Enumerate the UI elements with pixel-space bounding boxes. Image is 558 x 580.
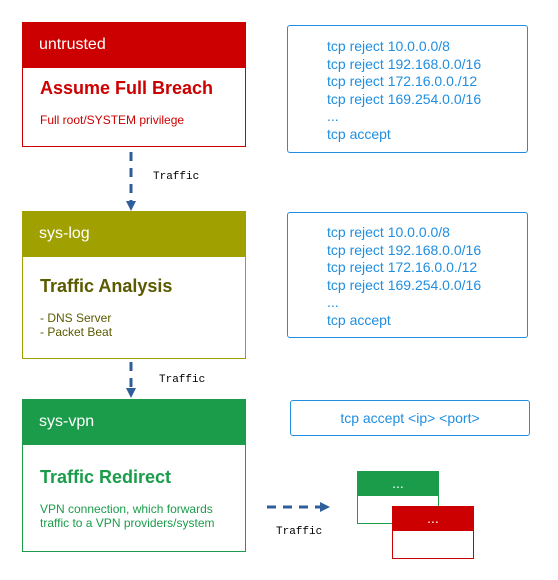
rule-line: ... xyxy=(327,108,339,124)
node-header: sys-vpn xyxy=(22,399,246,445)
rule-line: tcp accept xyxy=(327,125,391,142)
firewall-rules-untrusted: tcp reject 10.0.0.0/8 tcp reject 192.168… xyxy=(287,25,528,153)
rule-line: tcp accept <ip> <port> xyxy=(340,410,480,426)
rule-line: tcp reject 172.16.0.0./12 xyxy=(327,259,478,275)
rule-line: tcp reject 10.0.0.0/8 xyxy=(327,38,450,54)
rule-line: tcp reject 10.0.0.0/8 xyxy=(327,224,450,240)
firewall-rules-sys-log: tcp reject 10.0.0.0/8 tcp reject 192.168… xyxy=(287,212,528,338)
rule-line: tcp reject 169.254.0.0/16 xyxy=(327,276,482,293)
node-description: VPN connection, which forwards traffic t… xyxy=(40,502,215,530)
destination-node-red: ... xyxy=(392,506,474,559)
node-header: sys-log xyxy=(22,211,246,257)
edge-label-traffic: Traffic xyxy=(153,171,200,183)
edge-label-traffic: Traffic xyxy=(159,374,206,386)
node-description: Full root/SYSTEM privilege xyxy=(40,113,184,127)
node-untrusted: untrusted Assume Full Breach Full root/S… xyxy=(22,22,246,147)
edge-label-traffic: Traffic xyxy=(276,526,323,538)
description-line: traffic to a VPN providers/system xyxy=(40,516,215,530)
rule-line: tcp reject 169.254.0.0/16 xyxy=(327,90,482,107)
node-description: - DNS Server - Packet Beat xyxy=(40,311,112,339)
rule-line: tcp accept xyxy=(327,311,391,328)
destination-header: ... xyxy=(357,471,439,496)
description-line: - Packet Beat xyxy=(40,325,113,339)
node-title: Traffic Analysis xyxy=(40,276,173,296)
node-title: Assume Full Breach xyxy=(40,78,214,98)
node-header: untrusted xyxy=(22,22,246,68)
description-line: Full root/SYSTEM privilege xyxy=(40,113,185,127)
description-line: VPN connection, which forwards xyxy=(40,502,213,516)
description-line: - DNS Server xyxy=(40,311,112,325)
rule-line: tcp reject 172.16.0.0./12 xyxy=(327,73,478,89)
firewall-rules-sys-vpn: tcp accept <ip> <port> xyxy=(290,400,530,436)
node-sys-vpn: sys-vpn Traffic Redirect VPN connection,… xyxy=(22,399,246,552)
node-sys-log: sys-log Traffic Analysis - DNS Server - … xyxy=(22,211,246,359)
rule-line: tcp reject 192.168.0.0/16 xyxy=(327,55,482,72)
node-title: Traffic Redirect xyxy=(40,467,172,487)
rule-line: tcp reject 192.168.0.0/16 xyxy=(327,241,482,258)
rule-line: ... xyxy=(327,294,339,310)
destination-header: ... xyxy=(392,506,474,531)
